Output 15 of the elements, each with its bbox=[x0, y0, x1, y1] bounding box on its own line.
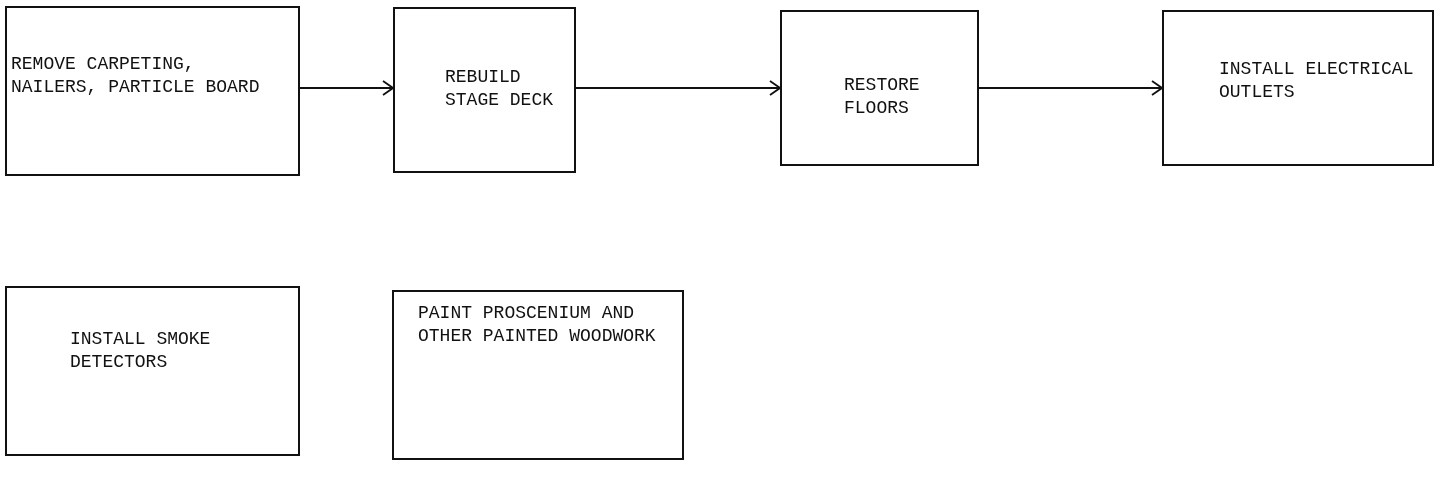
arrow bbox=[978, 80, 1163, 96]
step-label: INSTALL SMOKE DETECTORS bbox=[70, 328, 212, 374]
arrow bbox=[299, 80, 394, 96]
process-box bbox=[5, 286, 300, 456]
step-label: PAINT PROSCENIUM AND OTHER PAINTED WOODWORK bbox=[418, 302, 657, 348]
process-box bbox=[1162, 10, 1434, 166]
process-box bbox=[5, 6, 300, 176]
process-box bbox=[780, 10, 979, 166]
step-label: REMOVE CARPETING, NAILERS, PARTICLE BOARD bbox=[11, 53, 261, 99]
process-box bbox=[393, 7, 576, 173]
step-label: REBUILD STAGE DECK bbox=[445, 66, 555, 112]
step-label: INSTALL ELECTRICAL OUTLETS bbox=[1219, 58, 1415, 104]
process-box bbox=[392, 290, 684, 460]
step-label: RESTORE FLOORS bbox=[844, 74, 921, 120]
arrow bbox=[575, 80, 781, 96]
